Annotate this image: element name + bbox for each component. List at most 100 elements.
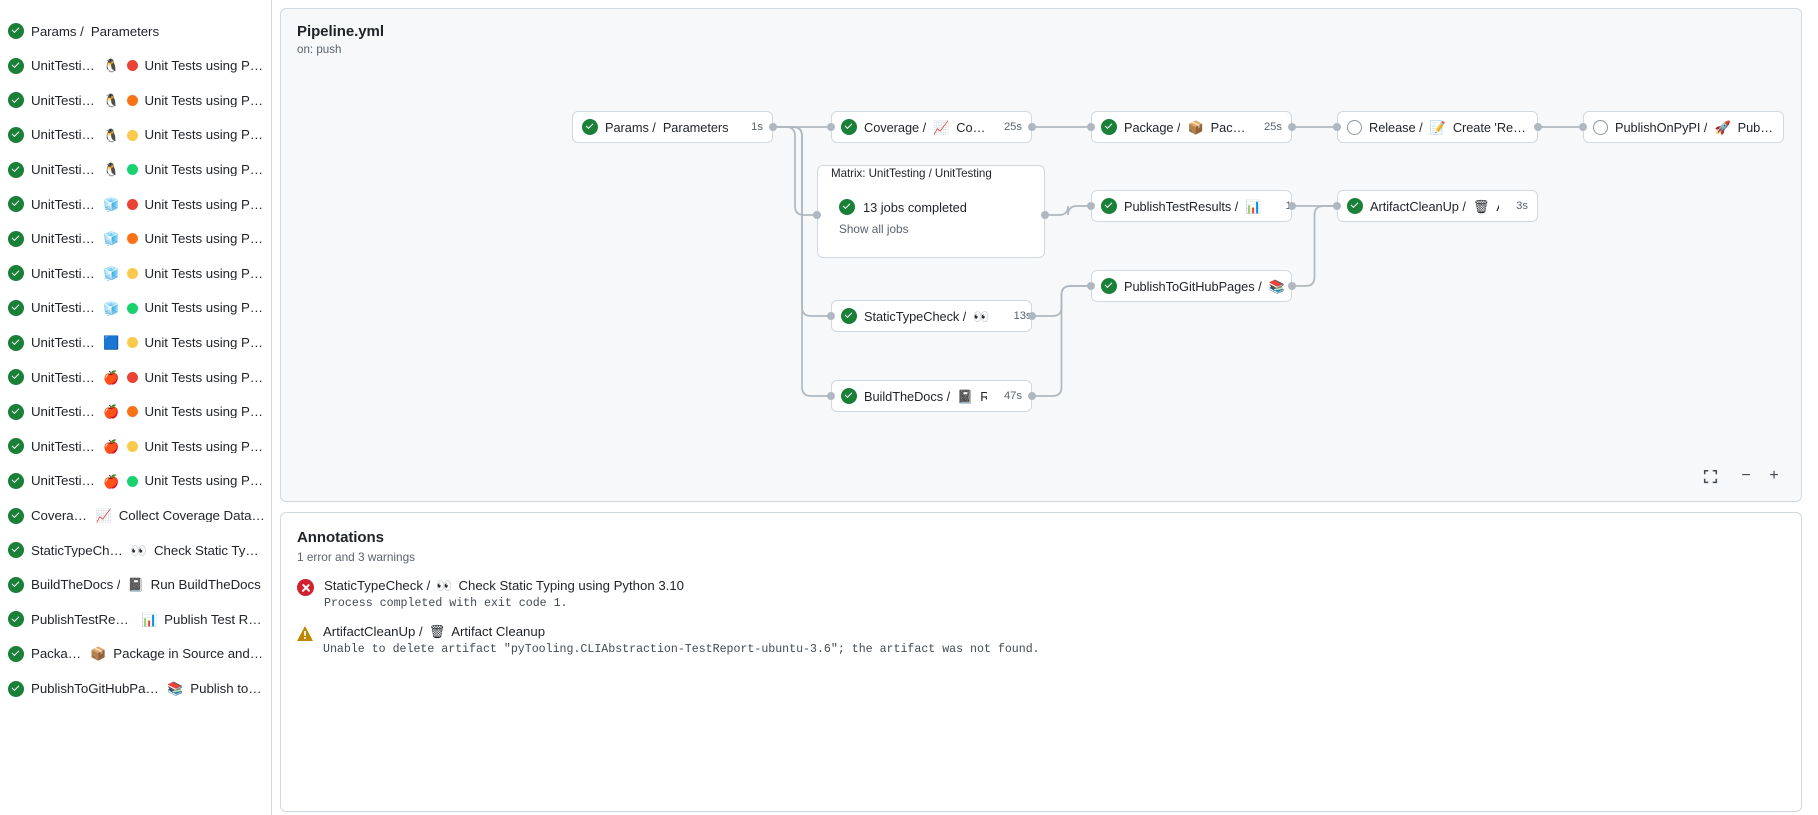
- node-label: Package in So...: [1210, 119, 1247, 135]
- os-icon: 🍎: [103, 404, 120, 420]
- node-emoji-icon: 📈: [933, 119, 950, 135]
- job-status-success-icon: [8, 161, 24, 178]
- sidebar-job-item[interactable]: UnitTesting / 🍎Unit Tests using Pyth...: [0, 360, 271, 395]
- graph-node-builddocs[interactable]: BuildTheDocs / 📓Run Buil...47s: [831, 380, 1032, 412]
- os-icon: 🧊: [103, 300, 120, 316]
- matrix-summary-row[interactable]: 13 jobs completed: [839, 199, 967, 215]
- annotation-message: Unable to delete artifact "pyTooling.CLI…: [323, 643, 1040, 656]
- sidebar-job-item[interactable]: UnitTesting / 🐧Unit Tests using Pyth...: [0, 49, 271, 84]
- sidebar-job-label: Unit Tests using Pyth...: [144, 370, 266, 384]
- node-emoji-icon: 🚀: [1714, 119, 1731, 135]
- node-label: Publish to ...: [1737, 119, 1774, 135]
- sidebar-job-item[interactable]: UnitTesting / 🍎Unit Tests using Pyth...: [0, 429, 271, 464]
- zoom-out-button[interactable]: −: [1741, 467, 1751, 484]
- node-status-success-icon: [841, 308, 857, 324]
- node-prefix: ArtifactCleanUp /: [1370, 198, 1466, 214]
- zoom-in-button[interactable]: +: [1769, 467, 1779, 484]
- node-prefix: PublishToGitHubPages /: [1124, 278, 1262, 294]
- sidebar-job-prefix: UnitTesting /: [31, 370, 97, 384]
- sidebar-job-item[interactable]: Coverage / 📈Collect Coverage Data usi...: [0, 498, 271, 533]
- sidebar-job-item[interactable]: UnitTesting / 🐧Unit Tests using Pyth...: [0, 152, 271, 187]
- python-version-dot-icon: [126, 302, 138, 314]
- workflow-trigger: on: push: [297, 43, 342, 56]
- sidebar-job-label: Publish to G...: [190, 681, 265, 696]
- annotations-header: Annotations 1 error and 3 warnings: [281, 513, 1801, 564]
- edge-connector-pin: [1041, 211, 1049, 219]
- sidebar-job-prefix: UnitTesting /: [31, 128, 97, 142]
- graph-edge: [773, 126, 831, 397]
- os-icon: 📚: [167, 681, 184, 697]
- job-status-success-icon: [8, 23, 24, 40]
- sidebar-job-item[interactable]: UnitTesting / 🧊Unit Tests using Pyth...: [0, 187, 271, 222]
- edge-connector-pin: [1333, 202, 1341, 210]
- sidebar-job-item[interactable]: Params / Parameters: [0, 14, 271, 49]
- sidebar-job-prefix: BuildTheDocs /: [31, 578, 121, 592]
- node-status-success-icon: [841, 388, 857, 404]
- node-prefix: Package /: [1124, 119, 1181, 135]
- annotations-panel: Annotations 1 error and 3 warnings Stati…: [280, 512, 1802, 812]
- os-icon: 🧊: [103, 231, 120, 247]
- graph-node-cleanup[interactable]: ArtifactCleanUp / 🗑Artifac...3s: [1337, 190, 1538, 222]
- sidebar-job-item[interactable]: Package / 📦Package in Source and Wh...: [0, 637, 271, 672]
- sidebar-job-item[interactable]: PublishTestResults / 📊Publish Test Resu.…: [0, 602, 271, 637]
- edge-connector-pin: [813, 211, 821, 219]
- sidebar-job-label: Unit Tests using Pyth...: [144, 266, 266, 281]
- edge-connector-pin: [1028, 392, 1036, 400]
- sidebar-job-prefix: UnitTesting /: [31, 266, 97, 281]
- matrix-group-box[interactable]: [817, 165, 1045, 258]
- sidebar-job-prefix: UnitTesting /: [31, 232, 97, 246]
- sidebar-job-item[interactable]: PublishToGitHubPages / 📚Publish to G...: [0, 671, 271, 706]
- fit-screen-icon[interactable]: [1697, 463, 1723, 489]
- node-emoji-icon: 📊: [1245, 198, 1262, 214]
- python-version-dot-icon: [126, 440, 138, 452]
- edge-connector-pin: [1288, 123, 1296, 131]
- annotation-step-name: Artifact Cleanup: [451, 624, 546, 639]
- sidebar-job-item[interactable]: BuildTheDocs / 📓Run BuildTheDocs: [0, 568, 271, 603]
- sidebar-job-prefix: PublishTestResults /: [31, 612, 134, 627]
- graph-node-package[interactable]: Package / 📦Package in So...25s: [1091, 111, 1292, 143]
- python-version-dot-icon: [126, 198, 138, 210]
- os-icon: 📦: [90, 646, 107, 662]
- graph-node-coverage[interactable]: Coverage / 📈Collect Cove...25s: [831, 111, 1032, 143]
- sidebar-job-item[interactable]: UnitTesting / 🐧Unit Tests using Pyth...: [0, 118, 271, 153]
- sidebar-job-item[interactable]: StaticTypeCheck / 👀Check Static Typing..…: [0, 533, 271, 568]
- sidebar-job-label: Unit Tests using Pyth...: [144, 93, 266, 108]
- graph-node-ghpages[interactable]: PublishToGitHubPages / 📚...13s: [1091, 270, 1292, 302]
- job-status-success-icon: [8, 473, 24, 490]
- graph-node-release[interactable]: Release / 📝Create 'Release P...: [1337, 111, 1538, 143]
- job-status-success-icon: [8, 334, 24, 351]
- job-status-success-icon: [8, 542, 24, 559]
- node-prefix: Release /: [1369, 119, 1423, 135]
- job-status-success-icon: [8, 438, 24, 455]
- sidebar-job-prefix: UnitTesting /: [31, 59, 97, 73]
- annotation-message: Process completed with exit code 1.: [324, 597, 568, 610]
- sidebar-job-label: Run BuildTheDocs: [150, 578, 261, 592]
- sidebar-job-item[interactable]: UnitTesting / 🧊Unit Tests using Pyth...: [0, 256, 271, 291]
- sidebar-job-item[interactable]: UnitTesting / 🧊Unit Tests using Pyth...: [0, 291, 271, 326]
- sidebar-job-item[interactable]: UnitTesting / 🍎Unit Tests using Pyth...: [0, 395, 271, 430]
- graph-node-testresults[interactable]: PublishTestResults / 📊Pu...17s: [1091, 190, 1292, 222]
- sidebar-job-prefix: UnitTesting /: [31, 163, 97, 177]
- os-icon: 🐧: [103, 162, 120, 178]
- python-version-dot-icon: [126, 337, 138, 349]
- graph-node-pypi[interactable]: PublishOnPyPI / 🚀Publish to ...: [1583, 111, 1784, 143]
- graph-node-typecheck[interactable]: StaticTypeCheck / 👀Chec...13s: [831, 300, 1032, 332]
- show-all-jobs-link[interactable]: Show all jobs: [839, 222, 909, 236]
- sidebar-job-item[interactable]: UnitTesting / 🧊Unit Tests using Pyth...: [0, 222, 271, 257]
- graph-edge: [773, 126, 817, 216]
- sidebar-job-item[interactable]: UnitTesting / 🍎Unit Tests using Pyth...: [0, 464, 271, 499]
- edge-connector-pin: [1534, 123, 1542, 131]
- node-duration: 25s: [1263, 121, 1282, 133]
- annotation-step-name: Check Static Typing using Python 3.10: [458, 578, 685, 593]
- main-content: Pipeline.yml on: push Params / Parameter…: [272, 0, 1818, 815]
- annotation-item[interactable]: StaticTypeCheck / 👀 Check Static Typing …: [281, 564, 1801, 610]
- job-status-success-icon: [8, 611, 24, 628]
- sidebar-job-item[interactable]: UnitTesting / 🟦Unit Tests using Pyth...: [0, 325, 271, 360]
- python-version-dot-icon: [126, 129, 138, 141]
- sidebar-job-item[interactable]: UnitTesting / 🐧Unit Tests using Pyth...: [0, 83, 271, 118]
- job-status-success-icon: [8, 369, 24, 386]
- os-icon: 🐧: [103, 92, 120, 108]
